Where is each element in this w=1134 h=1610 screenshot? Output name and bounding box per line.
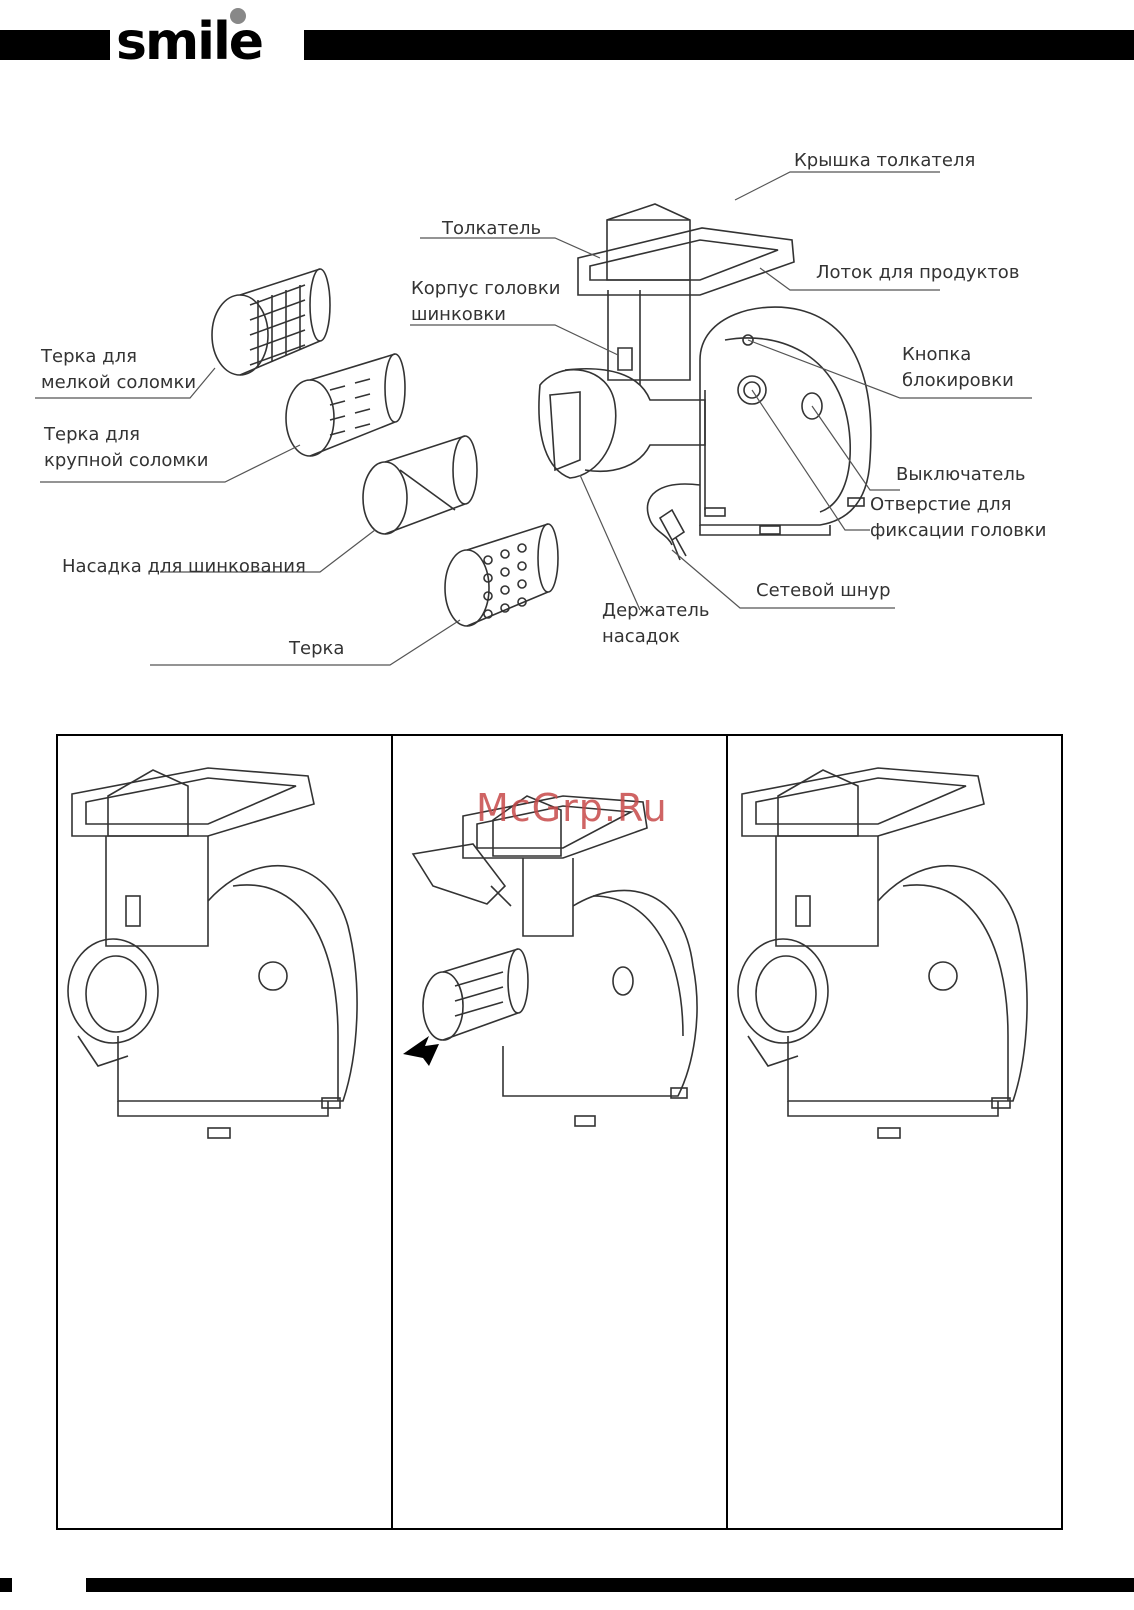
logo-text: smile bbox=[116, 16, 262, 68]
label-fine-grater-line2: мелкой соломки bbox=[41, 370, 196, 396]
label-holder-line2: насадок bbox=[602, 624, 680, 650]
step-1-drawing bbox=[58, 736, 392, 1206]
label-head-body-line1: Корпус головки bbox=[411, 276, 560, 302]
insert-arrow bbox=[403, 1036, 439, 1066]
slicer-drum-drawing bbox=[363, 436, 477, 534]
label-head-body-line2: шинковки bbox=[411, 302, 506, 328]
label-lock-button-line2: блокировки bbox=[902, 368, 1014, 394]
brand-logo: smile bbox=[112, 8, 302, 68]
label-grater: Терка bbox=[289, 636, 344, 662]
header-bar-right bbox=[304, 30, 1134, 60]
watermark: McGrp.Ru bbox=[476, 786, 668, 830]
step-panel-2 bbox=[391, 736, 726, 1528]
label-power-cord: Сетевой шнур bbox=[756, 578, 891, 604]
label-fine-grater-line1: Терка для bbox=[41, 344, 137, 370]
step-panel-3 bbox=[726, 736, 1061, 1528]
label-head-hole-line2: фиксации головки bbox=[870, 518, 1046, 544]
diagram-drawing bbox=[0, 140, 1134, 700]
header-bar-left bbox=[0, 30, 110, 60]
assembly-steps bbox=[56, 734, 1063, 1530]
footer-bar-left bbox=[0, 1578, 12, 1592]
label-head-hole-line1: Отверстие для bbox=[870, 492, 1011, 518]
coarse-grater-drawing bbox=[286, 354, 405, 456]
logo-dot bbox=[230, 8, 246, 24]
label-pusher: Толкатель bbox=[442, 216, 541, 242]
step-panel-1 bbox=[58, 736, 391, 1528]
slicer-head-body bbox=[565, 369, 705, 472]
label-pusher-cover: Крышка толкателя bbox=[794, 148, 975, 174]
exploded-diagram: Крышка толкателя Толкатель Лоток для про… bbox=[0, 140, 1134, 700]
footer-bar-right bbox=[86, 1578, 1134, 1592]
label-switch: Выключатель bbox=[896, 462, 1025, 488]
label-coarse-grater-line1: Терка для bbox=[44, 422, 140, 448]
step-3-drawing bbox=[728, 736, 1062, 1206]
fine-grater-drawing bbox=[212, 269, 330, 375]
label-food-tray: Лоток для продуктов bbox=[816, 260, 1019, 286]
label-slicer: Насадка для шинкования bbox=[62, 554, 306, 580]
grater-drawing bbox=[445, 524, 558, 626]
label-lock-button-line1: Кнопка bbox=[902, 342, 971, 368]
pusher bbox=[607, 204, 690, 280]
label-coarse-grater-line2: крупной соломки bbox=[44, 448, 209, 474]
label-holder-line1: Держатель bbox=[602, 598, 709, 624]
